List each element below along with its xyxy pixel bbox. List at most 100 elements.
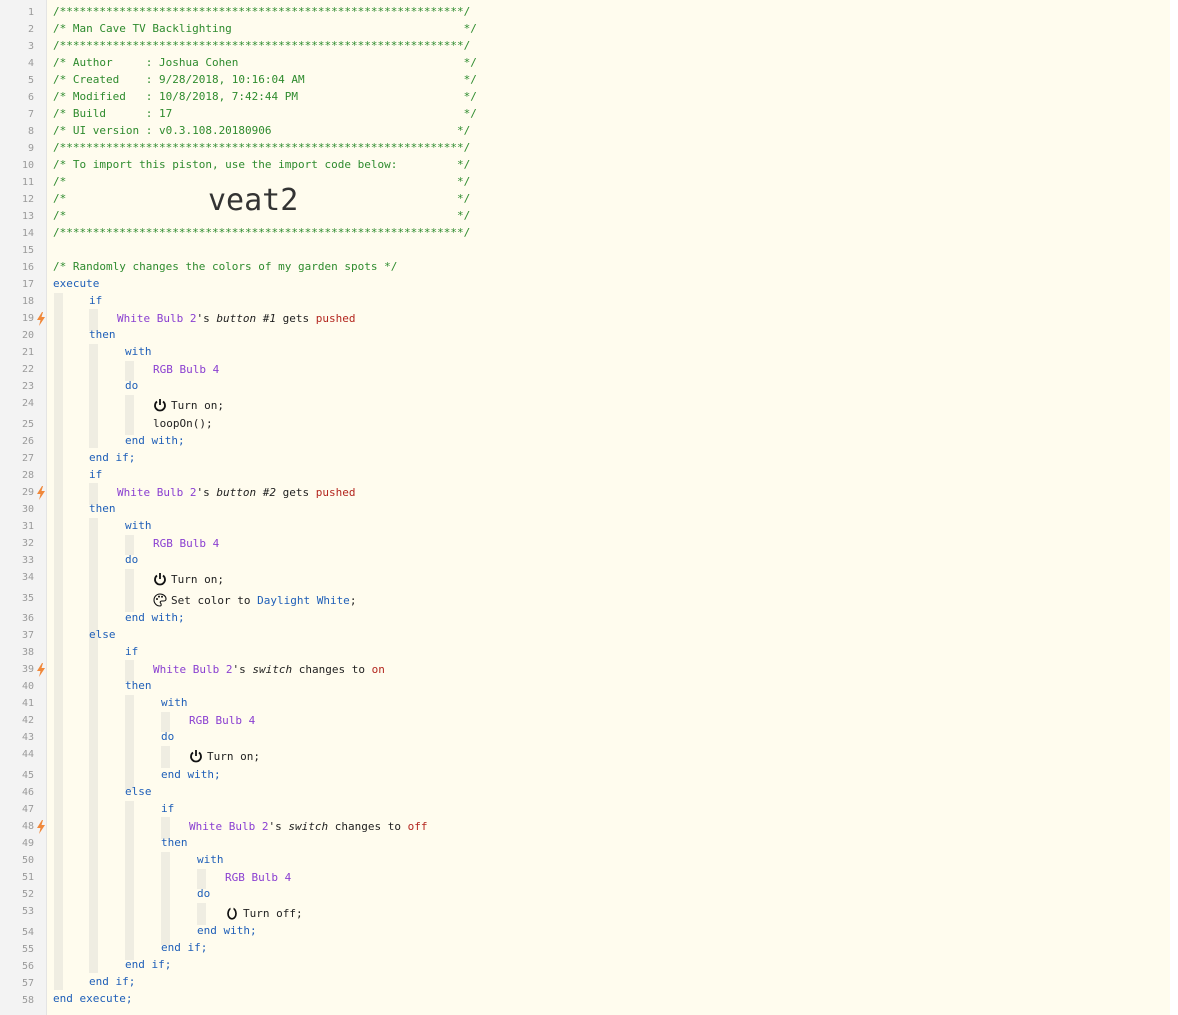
trigger-device[interactable]: White Bulb 2 bbox=[153, 663, 233, 676]
condition-4[interactable]: White Bulb 2's switch changes to off bbox=[189, 819, 427, 835]
indent-guide bbox=[125, 695, 134, 790]
line-number: 30 bbox=[21, 504, 34, 515]
trigger-bolt-icon bbox=[36, 820, 46, 834]
line-number: 49 bbox=[21, 838, 34, 849]
end-with-keyword: end with; bbox=[197, 924, 257, 937]
power-icon bbox=[153, 398, 167, 412]
color-value: Daylight White bbox=[257, 594, 350, 607]
power-icon bbox=[153, 572, 167, 586]
line-number: 45 bbox=[21, 770, 34, 781]
if-keyword: if bbox=[125, 645, 139, 658]
header-border: /***************************************… bbox=[53, 141, 471, 154]
attribute: button #1 bbox=[216, 312, 276, 325]
header-import-instructions: /* To import this piston, use the import… bbox=[53, 158, 471, 171]
header-blank: /* */ bbox=[53, 175, 471, 188]
line-number: 41 bbox=[21, 698, 34, 709]
possessive: 's bbox=[268, 820, 289, 833]
indent-guide bbox=[125, 801, 134, 960]
line-number: 42 bbox=[21, 715, 34, 726]
condition-1[interactable]: White Bulb 2's button #1 gets pushed bbox=[117, 311, 355, 327]
execute-keyword: execute bbox=[53, 277, 100, 290]
trigger-device[interactable]: White Bulb 2 bbox=[117, 312, 197, 325]
target-device[interactable]: RGB Bulb 4 bbox=[189, 714, 256, 727]
statement-turn-on[interactable]: Turn on; bbox=[153, 572, 224, 588]
condition-value: on bbox=[371, 663, 385, 676]
line-number: 17 bbox=[21, 279, 34, 290]
trigger-bolt-icon bbox=[36, 312, 46, 326]
line-number: 48 bbox=[21, 821, 34, 832]
with-keyword: with bbox=[161, 696, 188, 709]
else-keyword: else bbox=[89, 628, 116, 641]
piston-description: /* Randomly changes the colors of my gar… bbox=[53, 260, 398, 273]
indent-guide bbox=[89, 518, 98, 973]
condition-value: off bbox=[407, 820, 428, 833]
target-device[interactable]: RGB Bulb 4 bbox=[225, 871, 292, 884]
do-keyword: do bbox=[125, 379, 139, 392]
with-keyword: with bbox=[197, 853, 224, 866]
then-keyword: then bbox=[89, 328, 116, 341]
attribute: switch bbox=[252, 663, 293, 676]
line-number: 24 bbox=[21, 398, 34, 409]
statement-set-color[interactable]: Set color to Daylight White; bbox=[153, 593, 356, 609]
line-number: 51 bbox=[21, 872, 34, 883]
line-number: 58 bbox=[21, 995, 34, 1006]
line-number: 36 bbox=[21, 613, 34, 624]
else-keyword: else bbox=[125, 785, 152, 798]
import-code: veat2 bbox=[208, 183, 299, 218]
line-number: 29 bbox=[21, 487, 34, 498]
target-device[interactable]: RGB Bulb 4 bbox=[153, 363, 220, 376]
line-number: 52 bbox=[21, 889, 34, 900]
trigger-device[interactable]: White Bulb 2 bbox=[117, 486, 197, 499]
statement-turn-on[interactable]: Turn on; bbox=[189, 749, 260, 765]
trigger-device[interactable]: White Bulb 2 bbox=[189, 820, 269, 833]
header-title: /* Man Cave TV Backlighting */ bbox=[53, 22, 477, 35]
statement-turn-off[interactable]: Turn off; bbox=[225, 906, 303, 922]
header-blank: /* */ bbox=[53, 209, 471, 222]
then-keyword: then bbox=[161, 836, 188, 849]
end-if-keyword: end if; bbox=[89, 975, 136, 988]
line-number: 15 bbox=[21, 245, 34, 256]
indent-guide bbox=[125, 569, 134, 612]
condition-3[interactable]: White Bulb 2's switch changes to on bbox=[153, 662, 385, 678]
line-number: 13 bbox=[21, 211, 34, 222]
line-number: 8 bbox=[27, 126, 34, 137]
if-keyword: if bbox=[89, 294, 103, 307]
then-keyword: then bbox=[125, 679, 152, 692]
header-build: /* Build : 17 */ bbox=[53, 107, 477, 120]
indent-guide bbox=[54, 293, 63, 990]
line-number: 50 bbox=[21, 855, 34, 866]
line-number: 3 bbox=[27, 41, 34, 52]
do-keyword: do bbox=[197, 887, 211, 900]
statement-loop-on[interactable]: loopOn(); bbox=[153, 417, 213, 430]
operator: gets bbox=[275, 486, 316, 499]
target-device[interactable]: RGB Bulb 4 bbox=[153, 537, 220, 550]
line-number: 34 bbox=[21, 572, 34, 583]
header-author: /* Author : Joshua Cohen */ bbox=[53, 56, 477, 69]
line-number: 7 bbox=[27, 109, 34, 120]
operator: changes to bbox=[328, 820, 408, 833]
statement-text: Turn on; bbox=[207, 750, 260, 763]
header-created: /* Created : 9/28/2018, 10:16:04 AM */ bbox=[53, 73, 477, 86]
line-number: 26 bbox=[21, 436, 34, 447]
possessive: 's bbox=[196, 312, 217, 325]
line-number: 16 bbox=[21, 262, 34, 273]
statement-text: Turn on; bbox=[171, 573, 224, 586]
indent-guide bbox=[197, 869, 206, 889]
line-number: 28 bbox=[21, 470, 34, 481]
indent-guide bbox=[161, 817, 170, 839]
line-number: 25 bbox=[21, 419, 34, 430]
operator: changes to bbox=[292, 663, 372, 676]
indent-guide bbox=[161, 746, 170, 768]
trigger-bolt-icon bbox=[36, 486, 46, 500]
indent-guide bbox=[89, 309, 98, 331]
possessive: 's bbox=[232, 663, 253, 676]
line-number: 2 bbox=[27, 24, 34, 35]
if-keyword: if bbox=[161, 802, 175, 815]
condition-2[interactable]: White Bulb 2's button #2 gets pushed bbox=[117, 485, 355, 501]
end-if-keyword: end if; bbox=[125, 958, 172, 971]
statement-turn-on[interactable]: Turn on; bbox=[153, 398, 224, 414]
header-ui-version: /* UI version : v0.3.108.20180906 */ bbox=[53, 124, 471, 137]
with-keyword: with bbox=[125, 519, 152, 532]
indent-guide bbox=[197, 903, 206, 925]
